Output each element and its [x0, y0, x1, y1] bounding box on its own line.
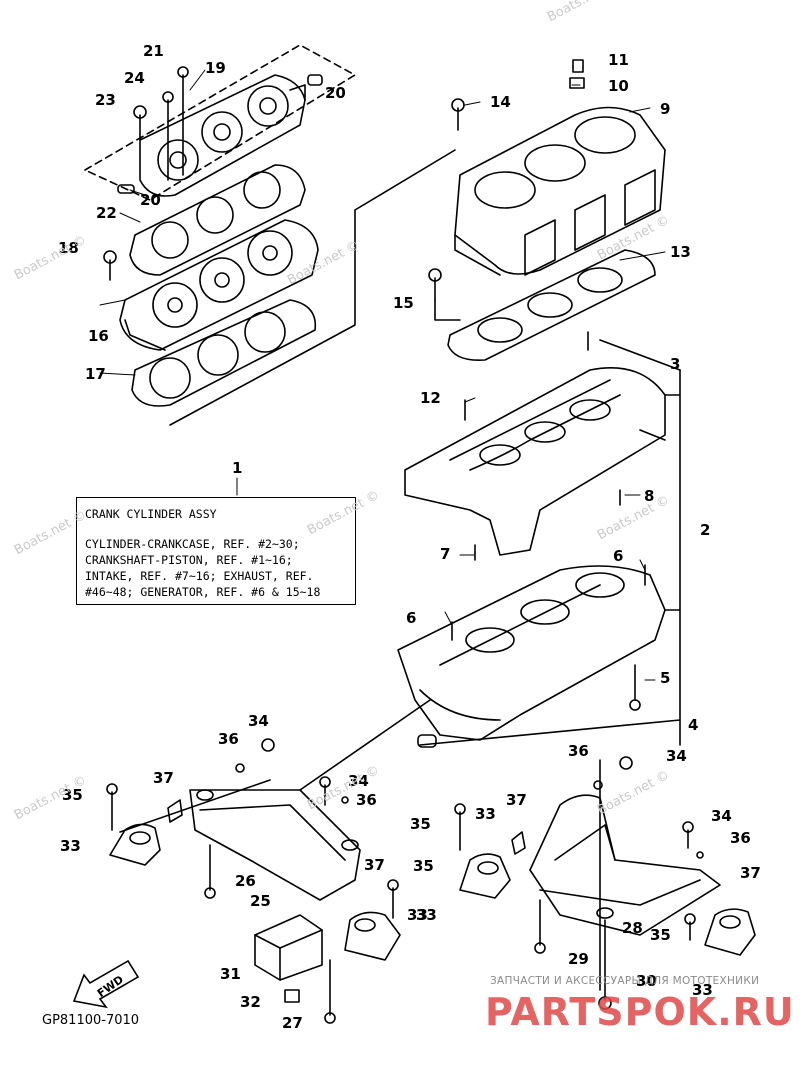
assembly-line-1: CYLINDER-CRANKCASE, REF. #2~30;: [85, 537, 300, 551]
callout-32: 32: [240, 993, 261, 1011]
mount-33-right: [684, 908, 756, 956]
callout-33d: 33: [407, 906, 428, 924]
callout-34b: 34: [348, 772, 369, 790]
callout-34c: 34: [666, 747, 687, 765]
callout-33c: 33: [475, 805, 496, 823]
callout-33b: 33: [416, 906, 437, 924]
callout-21: 21: [143, 42, 164, 60]
callout-37b: 37: [364, 856, 385, 874]
callout-33e: 33: [692, 981, 713, 999]
callout-28: 28: [622, 919, 643, 937]
callout-37a: 37: [153, 769, 174, 787]
callout-16: 16: [88, 327, 109, 345]
callout-11: 11: [608, 51, 629, 69]
engine-bracket-28: [529, 794, 721, 1010]
mount-33-mid-right: [454, 803, 511, 899]
gasket-22: [129, 164, 306, 276]
callout-30: 30: [636, 972, 657, 990]
block-31: [254, 914, 323, 1003]
callout-19: 19: [205, 59, 226, 77]
callout-26: 26: [235, 872, 256, 890]
callout-27: 27: [282, 1014, 303, 1032]
logo-main: PARTSPOK.RU: [485, 990, 795, 1034]
callout-18: 18: [58, 239, 79, 257]
assembly-line-3: INTAKE, REF. #7~16; EXHAUST, REF.: [85, 569, 314, 583]
assembly-description-box: CRANK CYLINDER ASSY CYLINDER-CRANKCASE, …: [76, 497, 356, 605]
mount-33-left: [106, 783, 161, 866]
engine-bracket-25: [189, 789, 361, 1024]
callout-22: 22: [96, 204, 117, 222]
callout-17: 17: [85, 365, 106, 383]
cylinder-head-cover-group: [84, 44, 356, 201]
callout-37c: 37: [506, 791, 527, 809]
callout-35c: 35: [410, 815, 431, 833]
callout-20a: 20: [325, 84, 346, 102]
callout-34d: 34: [711, 807, 732, 825]
crankcase-upper: [404, 367, 666, 561]
callout-9: 9: [660, 100, 671, 118]
assembly-line-2: CRANKSHAFT-PISTON, REF. #1~16;: [85, 553, 293, 567]
callout-36b: 36: [356, 791, 377, 809]
callout-14: 14: [490, 93, 511, 111]
callout-33a: 33: [60, 837, 81, 855]
leader-15: [434, 299, 461, 321]
gasket-13: [447, 249, 656, 362]
leader-3: [599, 339, 681, 371]
assembly-title: CRANK CYLINDER ASSY: [85, 507, 217, 521]
callout-35a: 35: [62, 786, 83, 804]
callout-7: 7: [440, 545, 451, 563]
assembly-ref-number: 1: [232, 459, 243, 477]
bolts-lower-right: [511, 756, 704, 859]
callout-13: 13: [670, 243, 691, 261]
head-gasket-17: [131, 299, 317, 407]
bracket-2: [419, 369, 681, 746]
drawing-number: GP81100-7010: [42, 1013, 140, 1028]
callout-36d: 36: [730, 829, 751, 847]
callout-23: 23: [95, 91, 116, 109]
callout-leaders: [99, 69, 666, 681]
cylinder-head-16: [119, 219, 319, 351]
callout-36c: 36: [568, 742, 589, 760]
callout-12: 12: [420, 389, 441, 407]
callout-35d: 35: [650, 926, 671, 944]
mount-33-center: [344, 879, 401, 961]
bolts-lower-left: [167, 738, 349, 823]
logo-subtitle: ЗАПЧАСТИ И АКСЕССУАРЫ ДЛЯ МОТОТЕХНИКИ: [490, 975, 760, 987]
leader-lines-left: [119, 699, 431, 833]
callout-29: 29: [568, 950, 589, 968]
callout-6b: 6: [406, 609, 417, 627]
callout-10: 10: [608, 77, 629, 95]
callout-25: 25: [250, 892, 271, 910]
group-leader-line: [169, 149, 456, 426]
callout-20b: 20: [140, 191, 161, 209]
callout-35b: 35: [413, 857, 434, 875]
callout-5: 5: [660, 669, 671, 687]
fwd-arrow-icon: [72, 959, 140, 1009]
callout-4: 4: [688, 716, 699, 734]
callout-3: 3: [670, 355, 681, 373]
callout-34a: 34: [248, 712, 269, 730]
callout-24: 24: [124, 69, 145, 87]
bolts-top-left: [103, 66, 189, 281]
callout-37d: 37: [740, 864, 761, 882]
bolts-top-right: [428, 59, 589, 351]
callout-2: 2: [700, 521, 711, 539]
cylinder-block-9: [454, 106, 666, 276]
assembly-line-4: #46~48; GENERATOR, REF. #6 & 15~18: [85, 585, 321, 599]
callout-6a: 6: [613, 547, 624, 565]
callout-15a: 15: [393, 294, 414, 312]
crankcase-lower: [397, 564, 666, 748]
callout-36a: 36: [218, 730, 239, 748]
callout-8: 8: [644, 487, 655, 505]
callout-31: 31: [220, 965, 241, 983]
